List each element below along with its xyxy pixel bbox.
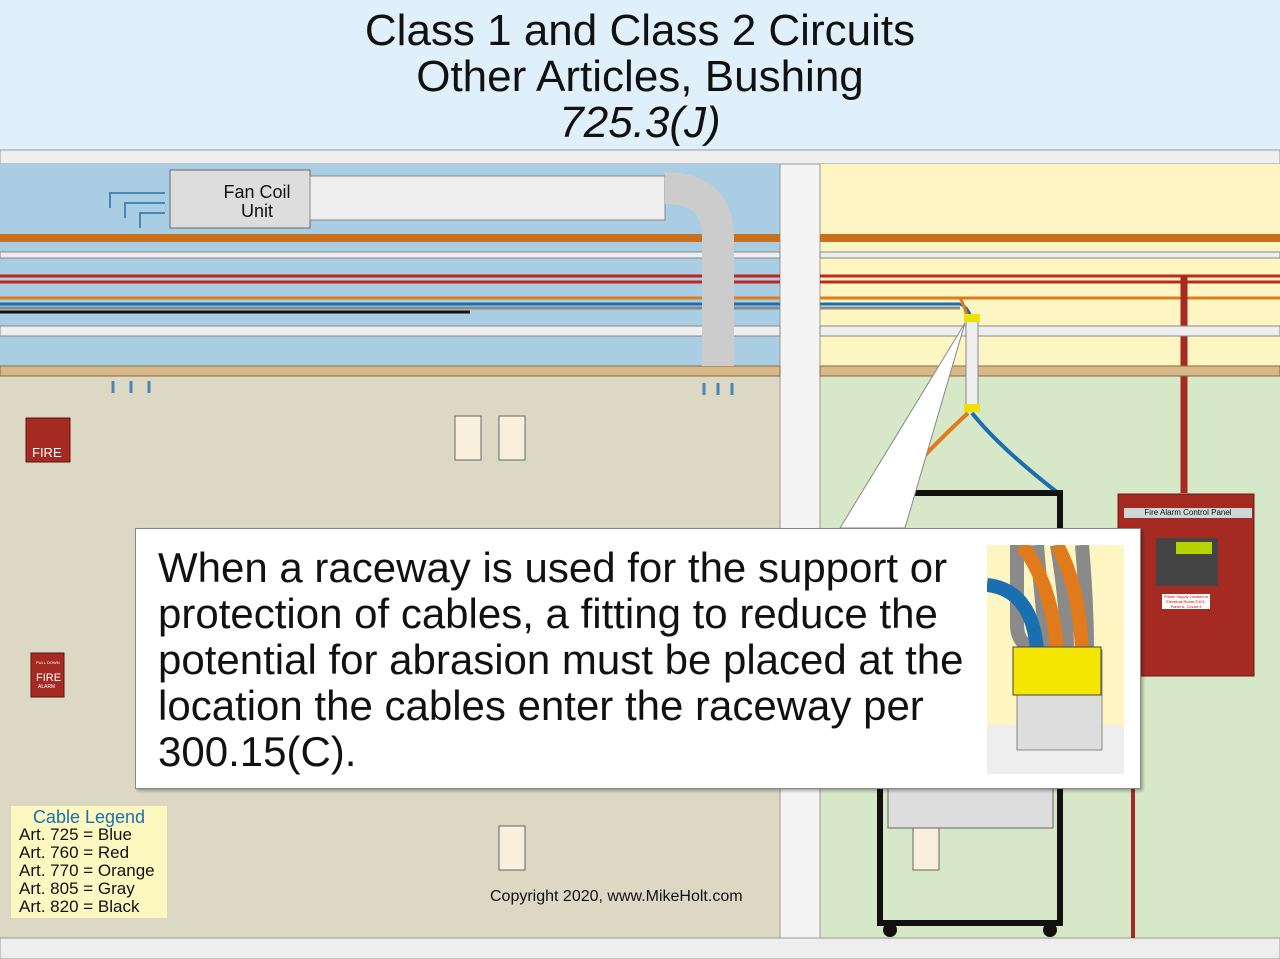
receptacle xyxy=(498,415,526,461)
cable-bundle xyxy=(0,274,1280,493)
legend-item: Art. 820 = Black xyxy=(19,897,140,916)
receptacle xyxy=(454,415,482,461)
fan-coil-unit xyxy=(109,169,734,366)
top-slab xyxy=(0,149,1280,165)
legend-item: Art. 760 = Red xyxy=(19,843,130,862)
callout-text: When a raceway is used for the support o… xyxy=(158,544,964,775)
plenum-right xyxy=(820,164,1280,376)
title-line-2: Other Articles, Bushing xyxy=(416,52,864,101)
legend-title: Cable Legend xyxy=(32,807,146,827)
legend-item: Art. 725 = Blue xyxy=(19,825,132,844)
title-banner: Class 1 and Class 2 Circuits Other Artic… xyxy=(0,0,1280,150)
pull-station-sub: ALARM xyxy=(38,684,56,690)
horn-strobe-label: FIRE xyxy=(32,445,62,460)
horn-strobe xyxy=(25,417,71,463)
legend-item: Art. 770 = Orange xyxy=(19,861,155,880)
facp-note: Power Supply Located in Electrical Room … xyxy=(1162,594,1210,609)
bushing xyxy=(964,314,980,322)
cable-legend: Cable Legend Art. 725 = Blue Art. 760 = … xyxy=(11,806,167,918)
pull-station-top: PULL DOWN xyxy=(36,660,60,665)
bushing-detail xyxy=(1012,646,1102,696)
bushing-detail-inset xyxy=(987,545,1124,774)
receptacle xyxy=(912,827,940,871)
ceiling-grid xyxy=(0,325,1280,377)
facp-title: Fire Alarm Control Panel xyxy=(1124,508,1252,518)
raceway xyxy=(888,314,1060,495)
title-line-1: Class 1 and Class 2 Circuits xyxy=(364,6,916,55)
legend-item: Art. 805 = Gray xyxy=(19,879,135,898)
pull-station-label: FIRE xyxy=(36,672,62,684)
callout-box: When a raceway is used for the support o… xyxy=(135,528,1141,789)
bottom-slab xyxy=(0,937,1280,959)
fan-coil-label: Fan Coil Unit xyxy=(223,182,291,221)
cable-tray-upper xyxy=(0,234,1280,259)
code-reference: 725.3(J) xyxy=(559,98,721,147)
copyright: Copyright 2020, www.MikeHolt.com xyxy=(490,888,743,905)
pull-station xyxy=(30,652,65,698)
receptacle xyxy=(498,825,526,871)
